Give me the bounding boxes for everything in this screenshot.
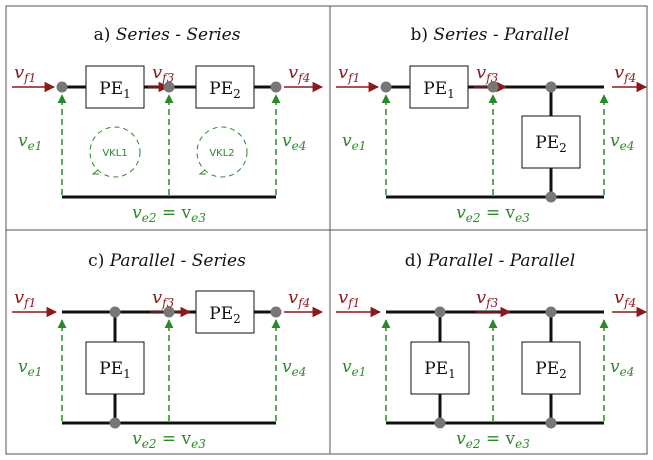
panel-a-loop-1 <box>89 126 141 178</box>
panel-c-pe1-box <box>85 341 145 395</box>
panel-b-title: b) Series - Parallel <box>411 25 570 45</box>
panel-c-title: c) Parallel - Series <box>88 251 246 271</box>
panel-a-pe1-box <box>85 65 145 109</box>
panel-c-node-shunt-bottom <box>109 417 121 429</box>
panel-b-vf3-label: vf3 <box>476 62 499 85</box>
panel-c-pe2-box <box>195 290 255 334</box>
panel-d-ve1-label: ve1 <box>342 357 366 379</box>
panel-b-pe2-label: PE2 <box>535 133 567 155</box>
panel-a-loop-2 <box>196 126 248 178</box>
panel-b-pe2-box <box>521 115 581 169</box>
panel-a-bottom-label: ve2 = ve3 <box>132 203 206 225</box>
panel-a-pe2-box <box>195 65 255 109</box>
panel-d-node-shunt-2-bottom <box>545 417 557 429</box>
panel-b-pe1-label: PE1 <box>423 79 455 101</box>
panel-a-loop-2-label: VKL2 <box>209 148 234 159</box>
panel-b-node-shunt-top <box>545 81 557 93</box>
panel-d-pe1-box <box>410 341 470 395</box>
panel-b-node-in <box>380 81 392 93</box>
panel-a-loop-1-label: VKL1 <box>102 148 127 159</box>
panel-a-vf4-label: vf4 <box>288 62 310 85</box>
panel-d-title: d) Parallel - Parallel <box>405 251 575 271</box>
panel-b-vf4-label: vf4 <box>614 62 636 85</box>
panel-a-series-series: a) Series - Series PE1 PE2 VKL1 VKL2 vf1… <box>12 25 324 225</box>
panel-c-ve1-label: ve1 <box>18 357 42 379</box>
panel-d-pe2-label: PE2 <box>535 359 567 381</box>
panel-a-ve4-label: ve4 <box>282 131 306 153</box>
panel-c-vf3-label: vf3 <box>152 287 175 310</box>
panel-c-ve4-label: ve4 <box>282 357 306 379</box>
panel-d-ve4-label: ve4 <box>610 357 634 379</box>
panel-d-node-shunt-2-top <box>545 306 557 318</box>
panel-d-bottom-label: ve2 = ve3 <box>456 429 530 451</box>
panel-c-pe2-label: PE2 <box>209 304 241 326</box>
panel-d-pe2-box <box>521 341 581 395</box>
panel-a-vf3-label: vf3 <box>152 62 175 85</box>
panel-c-bottom-label: ve2 = ve3 <box>132 429 206 451</box>
panel-a-node-out <box>270 81 282 93</box>
panel-b-pe1-box <box>409 65 469 109</box>
panel-c-node-out <box>270 306 282 318</box>
panel-d-parallel-parallel: d) Parallel - Parallel PE1 PE2 vf1 vf3 v… <box>336 251 648 451</box>
panel-c-vf4-label: vf4 <box>288 287 310 310</box>
panel-b-node-mid <box>487 81 499 93</box>
panel-a-ve1-label: ve1 <box>18 131 42 153</box>
panel-d-pe1-label: PE1 <box>424 359 456 381</box>
panel-b-ve4-label: ve4 <box>610 131 634 153</box>
panel-c-node-mid <box>163 306 175 318</box>
panel-b-series-parallel: b) Series - Parallel PE1 PE2 vf1 vf3 vf4… <box>336 25 648 225</box>
panel-d-vf1-label: vf1 <box>338 287 360 310</box>
panel-d-vf3-label: vf3 <box>476 287 499 310</box>
panel-a-title: a) Series - Series <box>94 25 241 45</box>
panel-a-pe2-label: PE2 <box>209 79 241 101</box>
panel-d-vf4-label: vf4 <box>614 287 636 310</box>
panel-a-loop-2-arrow <box>198 169 206 175</box>
panel-c-pe1-label: PE1 <box>99 359 131 381</box>
panel-a-pe1-label: PE1 <box>99 79 131 101</box>
panel-c-vf1-label: vf1 <box>14 287 36 310</box>
panel-a-node-in <box>56 81 68 93</box>
panel-a-vf1-label: vf1 <box>14 62 36 85</box>
panel-b-node-shunt-bottom <box>545 191 557 203</box>
panel-a-loop-1-arrow <box>91 169 99 175</box>
panel-c-node-shunt-top <box>109 306 121 318</box>
panel-b-bottom-label: ve2 = ve3 <box>456 203 530 225</box>
panel-c-parallel-series: c) Parallel - Series PE1 PE2 vf1 vf3 vf4… <box>12 251 324 451</box>
panel-b-vf1-label: vf1 <box>338 62 360 85</box>
panel-d-node-shunt-1-top <box>434 306 446 318</box>
panel-d-node-shunt-1-bottom <box>434 417 446 429</box>
panel-a-node-mid <box>163 81 175 93</box>
panel-b-ve1-label: ve1 <box>342 131 366 153</box>
